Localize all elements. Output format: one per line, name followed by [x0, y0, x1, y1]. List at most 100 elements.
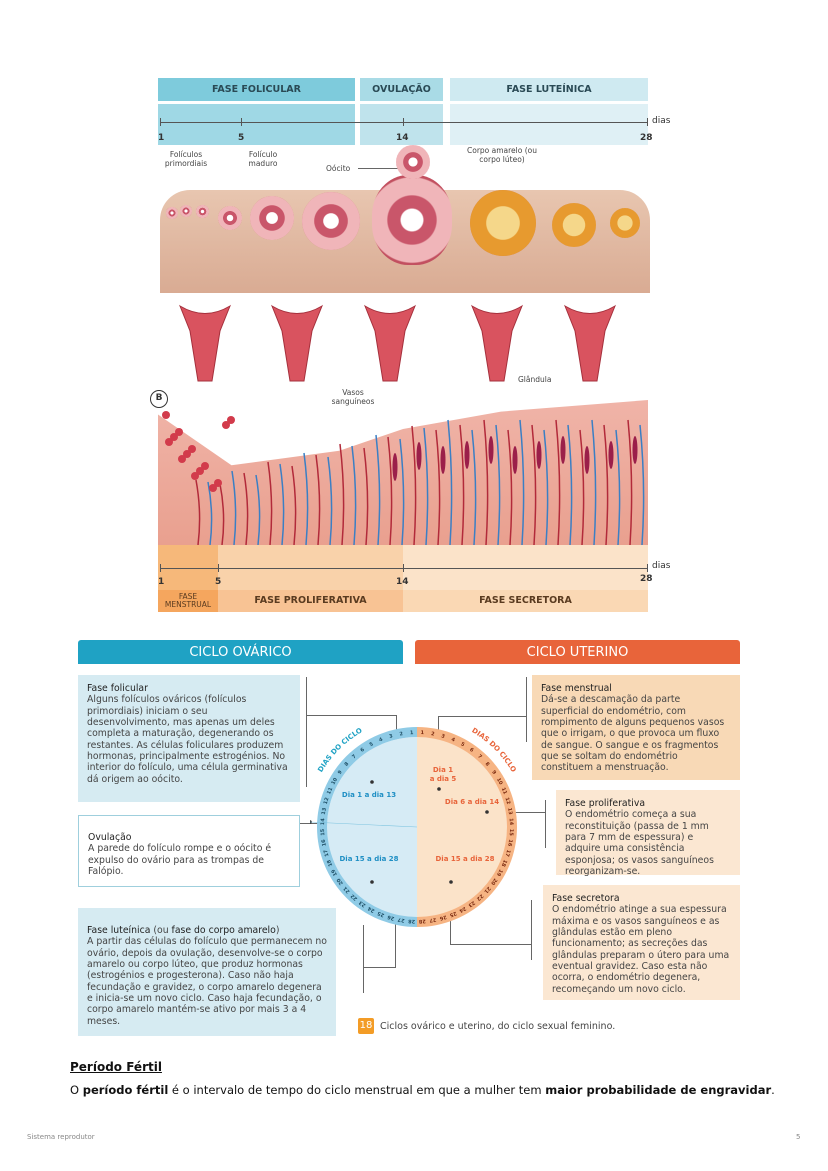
day-number-uterine: 11: [500, 787, 508, 796]
connector-dot: [449, 880, 453, 884]
day-number-uterine: 26: [438, 913, 447, 921]
phase-follicular-header: FASE FOLICULAR: [158, 78, 355, 101]
uterus-icon: [270, 304, 324, 382]
tick: [403, 118, 404, 126]
blood-vessel-mark: [459, 424, 465, 545]
blood-vessel-mark: [363, 447, 369, 545]
connector-line: [438, 716, 439, 740]
follicle-illustration: [180, 205, 192, 217]
day-number-uterine: 20: [489, 877, 498, 887]
tick-label: 14: [396, 133, 409, 143]
day-number-ovarian: 10: [330, 777, 339, 786]
follicle-illustration: [250, 196, 294, 240]
day-number-ovarian: 6: [359, 747, 366, 754]
day-number-ovarian: 14: [320, 818, 326, 826]
blood-droplet-mark: [222, 421, 230, 429]
leader-line: [358, 168, 406, 169]
box-text: O endométrio atinge a sua espessura máxi…: [552, 904, 730, 995]
tick-label: 14: [396, 577, 409, 587]
unit-label: dias: [652, 116, 671, 126]
day-number-ovarian: 27: [397, 916, 405, 923]
box-title-part: (ou: [150, 925, 172, 936]
connector-dot: [370, 780, 374, 784]
uterine-cycle-header: CICLO UTERINO: [415, 640, 740, 664]
day-number-uterine: 6: [468, 747, 475, 754]
blood-droplet-mark: [183, 450, 191, 458]
blood-vessel-mark: [603, 424, 609, 545]
day-number-ovarian: 22: [349, 892, 359, 901]
tick: [403, 564, 404, 572]
day-number-uterine: 24: [458, 905, 467, 914]
day-number-uterine: 22: [475, 893, 485, 902]
uterus-icon: [363, 304, 417, 382]
box-title: Ovulação: [88, 832, 132, 843]
proliferative-phase-box: Fase proliferativa O endométrio começa a…: [556, 790, 740, 877]
connector-line: [531, 900, 532, 960]
day-number-uterine: 8: [484, 761, 491, 768]
blood-vessel-mark: [231, 470, 237, 545]
blood-droplet-mark: [178, 455, 186, 463]
gland-mark: [560, 436, 566, 464]
blood-vessel-mark: [483, 419, 489, 545]
tick: [160, 564, 161, 572]
ovulation-box: Ovulação A parede do folículo rompe e o …: [78, 815, 300, 887]
unit-label: dias: [652, 561, 671, 571]
timeline-axis: [160, 122, 648, 123]
follicular-phase-box: Fase folicular Alguns folículos ováricos…: [78, 675, 300, 802]
follicle-illustration: [218, 206, 242, 230]
follicle-illustration: [166, 207, 178, 219]
day-number-ovarian: 4: [378, 737, 384, 744]
box-text: Dá-se a descamação da parte superficial …: [541, 694, 725, 774]
day-number-ovarian: 13: [321, 807, 328, 815]
day-number-ovarian: 2: [399, 731, 404, 738]
connector-line: [438, 716, 526, 717]
connector-line: [545, 800, 546, 848]
connector-dot: [485, 810, 489, 814]
fertile-period-heading: Período Fértil: [70, 1060, 162, 1074]
blood-vessel-mark: [207, 481, 213, 545]
oocyte-illustration: [396, 145, 430, 179]
connector-dot: [370, 880, 374, 884]
figure-number-badge: 18: [358, 1018, 374, 1034]
tick-label: 28: [640, 574, 653, 584]
gland-mark: [608, 441, 614, 469]
gland-mark: [416, 442, 422, 470]
corpus-luteum-illustration: [552, 203, 596, 247]
day-number-uterine: 3: [441, 733, 447, 740]
blood-vessel-mark: [615, 429, 621, 545]
day-number-ovarian: 18: [326, 858, 334, 867]
vessels-illustration: [162, 411, 645, 545]
blood-droplet-mark: [175, 428, 183, 436]
box-text: Alguns folículos ováricos (folículos pri…: [87, 694, 288, 785]
box-text: A partir das células do folículo que per…: [87, 936, 327, 1027]
footer-section: Sistema reprodutor: [27, 1133, 95, 1141]
connector-line: [300, 823, 333, 824]
connector-line: [363, 925, 364, 993]
phase-luteal-header: FASE LUTEÍNICA: [450, 78, 648, 101]
blood-vessel-mark: [387, 436, 393, 545]
box-title-part: ): [275, 925, 280, 936]
sector-label: Dia 15 a dia 28: [339, 855, 398, 863]
day-number-uterine: 4: [450, 737, 456, 744]
sector-ov-15-28: [327, 737, 417, 917]
section-marker: B: [150, 390, 168, 408]
phase-ovulation-header: OVULAÇÃO: [360, 78, 443, 101]
blood-droplet-mark: [188, 445, 196, 453]
day-number-ovarian: 12: [323, 796, 331, 805]
day-number-ovarian: 19: [330, 868, 339, 877]
text-bold: período fértil: [82, 1083, 169, 1097]
text: .: [771, 1083, 775, 1097]
page-number: 5: [796, 1133, 801, 1141]
box-title: Fase folicular: [87, 683, 148, 694]
phase-menstrual-label: FASE MENSTRUAL: [158, 590, 218, 612]
menstrual-phase-box: Fase menstrual Dá-se a descamação da par…: [532, 675, 740, 780]
sector-label: Dia 1 a dia 13: [342, 791, 396, 799]
uterus-icon: [178, 304, 232, 382]
day-number-ovarian: 9: [337, 769, 344, 776]
blood-droplet-mark: [227, 416, 235, 424]
tick: [218, 564, 219, 572]
label-oocyte: Oócito: [326, 164, 351, 173]
blood-droplet-mark: [191, 472, 199, 480]
sector-ut-15-28: [417, 737, 507, 917]
